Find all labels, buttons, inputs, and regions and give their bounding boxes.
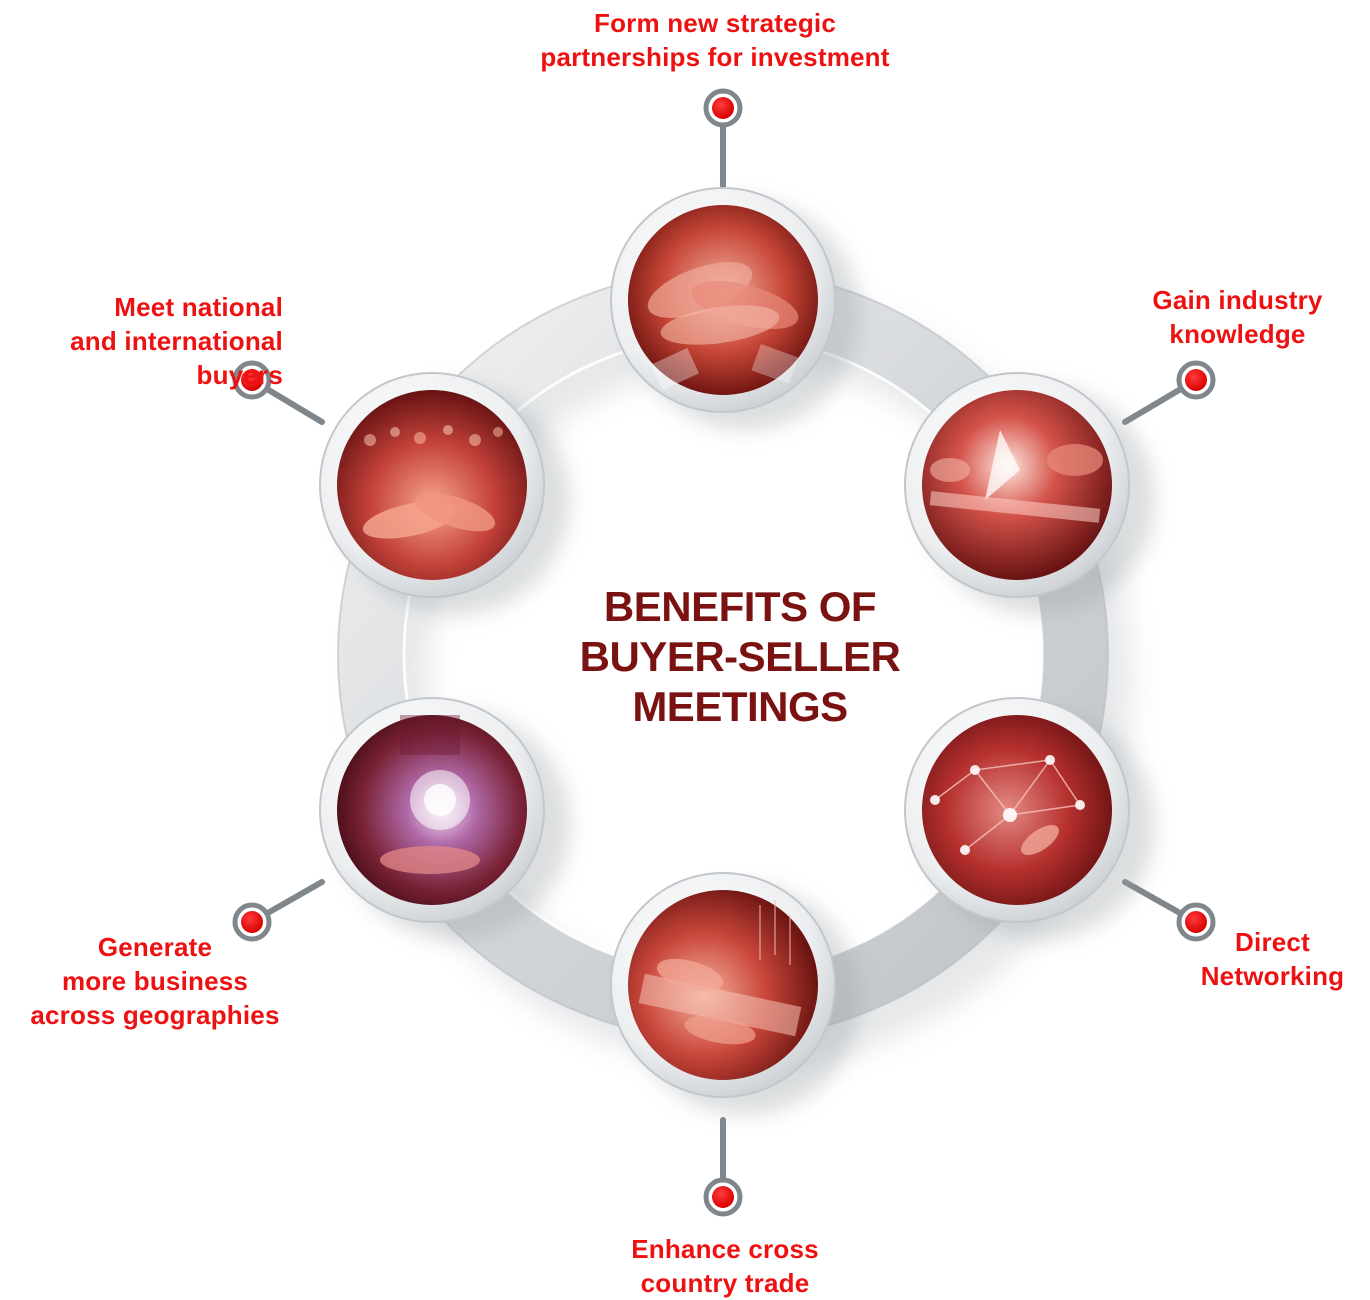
label-gain-knowledge: Gain industry knowledge [1110,283,1365,351]
business-analysis-photo [922,390,1112,580]
label-generate-business: Generate more business across geographie… [5,930,305,1032]
laptop-typing-photo [628,890,818,1080]
diagram-title: BENEFITS OF BUYER-SELLER MEETINGS [540,582,940,732]
label-form-partnerships: Form new strategic partnerships for inve… [485,6,945,74]
label-meet-buyers: Meet national and international buyers [8,290,283,392]
label-cross-country-trade: Enhance cross country trade [560,1232,890,1300]
node-top [611,188,860,430]
node-bottom-left [320,698,570,940]
node-bottom [611,873,860,1115]
handshake-photo [337,390,527,580]
hands-holding-globe-photo [337,715,527,905]
network-connections-photo [922,715,1112,905]
label-direct-networking: Direct Networking [1180,925,1365,993]
stacked-hands-teamwork-photo [628,205,818,395]
node-top-right [905,373,1155,615]
